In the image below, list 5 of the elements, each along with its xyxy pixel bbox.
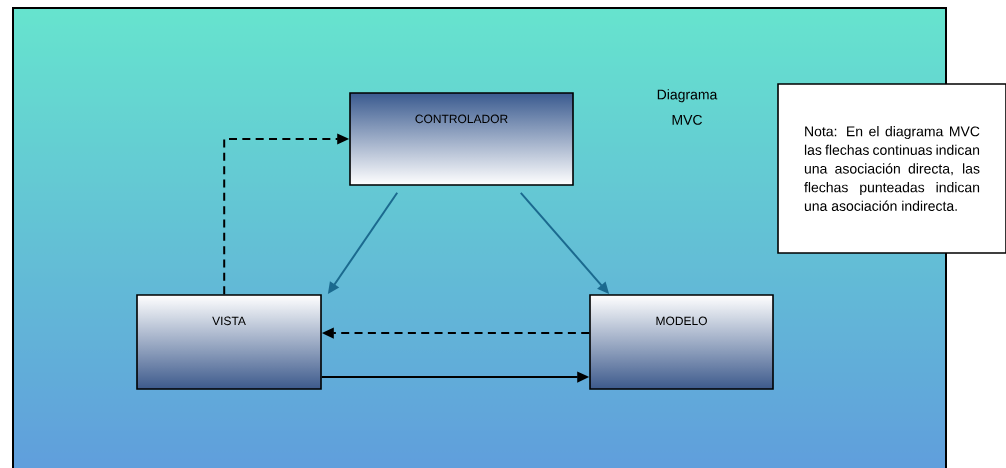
component-box: CONTROLADOR (349, 92, 574, 186)
component-box: VISTA (136, 294, 322, 390)
note-box: Nota: En el diagrama MVC las flechas continuas indican una asociación directa, las flechas punteadas indican una asociación indirecta. (777, 83, 1006, 254)
diagram-label: Diagrama MVC (657, 89, 718, 125)
component-box: MODELO (589, 294, 774, 390)
